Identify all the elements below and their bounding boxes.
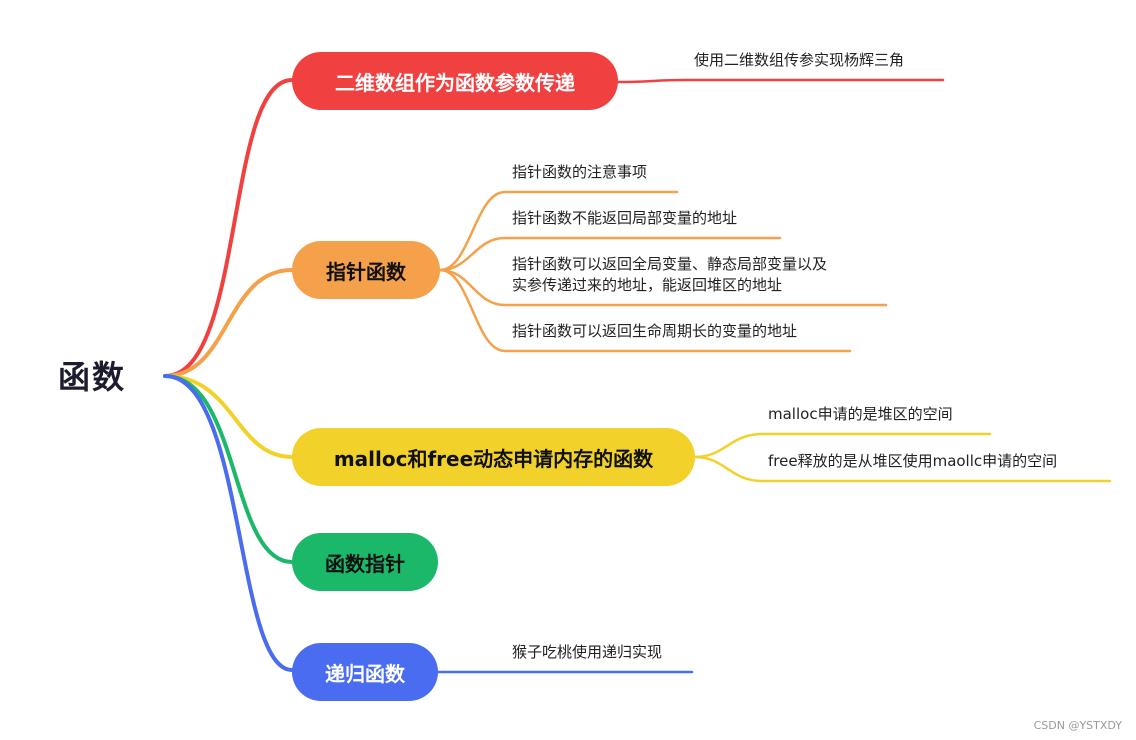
leaf-monkey-peach-recursion: 猴子吃桃使用递归实现 — [512, 643, 663, 661]
connector-branch-2-leaf-2 — [438, 236, 782, 272]
leaf-yanghui-triangle: 使用二维数组传参实现杨辉三角 — [694, 51, 905, 69]
connector-root-branch-1 — [163, 78, 294, 378]
connector-branch-3-leaf-1 — [693, 432, 992, 459]
connector-root-branch-4 — [163, 374, 294, 564]
leaf-free-heap: free释放的是从堆区使用maollc申请的空间 — [768, 452, 1058, 470]
connector-root-branch-5 — [163, 374, 294, 672]
branch-node-pointer-function[interactable]: 指针函数 — [292, 241, 440, 299]
branch-node-malloc-free[interactable]: malloc和free动态申请内存的函数 — [292, 428, 695, 486]
leaf-malloc-heap: malloc申请的是堆区的空间 — [768, 405, 953, 423]
connector-root-branch-2 — [163, 268, 294, 378]
connector-branch-3-leaf-2 — [693, 455, 1112, 483]
root-node-title: 函数 — [58, 358, 127, 396]
leaf-return-global-static-line2: 实参传递过来的地址，能返回堆区的地址 — [512, 276, 783, 294]
connector-branch-1-leaf-1 — [616, 78, 945, 84]
leaf-no-return-local-address: 指针函数不能返回局部变量的地址 — [512, 209, 738, 227]
connector-root-branch-3 — [163, 374, 294, 459]
branch-node-recursive-function[interactable]: 递归函数 — [292, 643, 438, 701]
connector-branch-2-leaf-3 — [438, 268, 888, 307]
branch-node-2d-array-params[interactable]: 二维数组作为函数参数传递 — [292, 52, 618, 110]
leaf-pointer-function-notes: 指针函数的注意事项 — [512, 163, 648, 181]
watermark-text: CSDN @YSTXDY — [1033, 719, 1122, 732]
leaf-return-long-lifetime: 指针函数可以返回生命周期长的变量的地址 — [512, 322, 798, 340]
connector-branch-2-leaf-1 — [438, 190, 679, 272]
connector-branch-2-leaf-4 — [438, 268, 852, 353]
leaf-return-global-static-line1: 指针函数可以返回全局变量、静态局部变量以及 — [512, 255, 828, 273]
branch-node-function-pointer[interactable]: 函数指针 — [292, 533, 438, 591]
